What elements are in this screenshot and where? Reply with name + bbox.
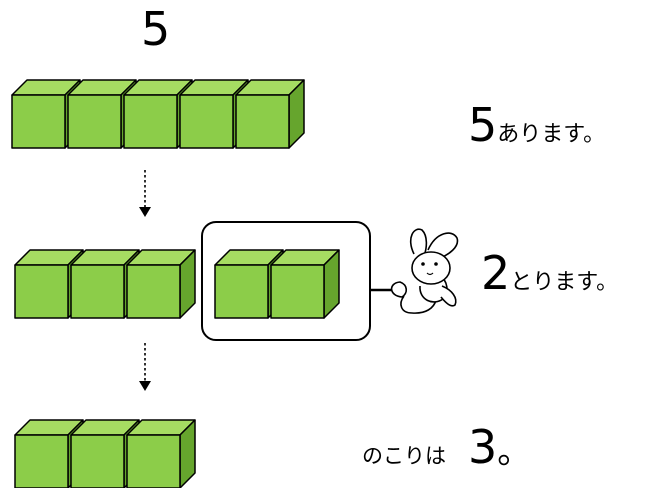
cube-block — [126, 419, 196, 489]
result-period: 。 — [497, 432, 532, 472]
cube-block — [235, 79, 305, 149]
block-group-taken — [214, 249, 340, 319]
step1-number: 5 — [468, 98, 498, 152]
step1-text: あります。 — [497, 122, 606, 147]
cube-block — [270, 249, 340, 319]
arrow-down-2 — [139, 343, 151, 391]
step3-prefix: のこりは — [362, 444, 446, 468]
block-row-remaining — [14, 249, 196, 319]
step3-sentence: のこりは 3。 — [362, 420, 531, 483]
step2-text: とります。 — [510, 270, 619, 295]
taken-blocks-frame — [201, 221, 371, 341]
initial-count-label: 5 — [141, 2, 171, 56]
rabbit-icon — [370, 228, 459, 314]
result-number: 3 — [468, 420, 498, 474]
step2-sentence: 2とります。 — [481, 246, 618, 310]
cube-block — [126, 249, 196, 319]
step1-sentence: 5あります。 — [468, 98, 605, 162]
block-row-result — [14, 419, 196, 489]
block-row-initial — [11, 79, 305, 149]
step2-number: 2 — [481, 246, 511, 300]
arrow-down-1 — [139, 170, 151, 217]
